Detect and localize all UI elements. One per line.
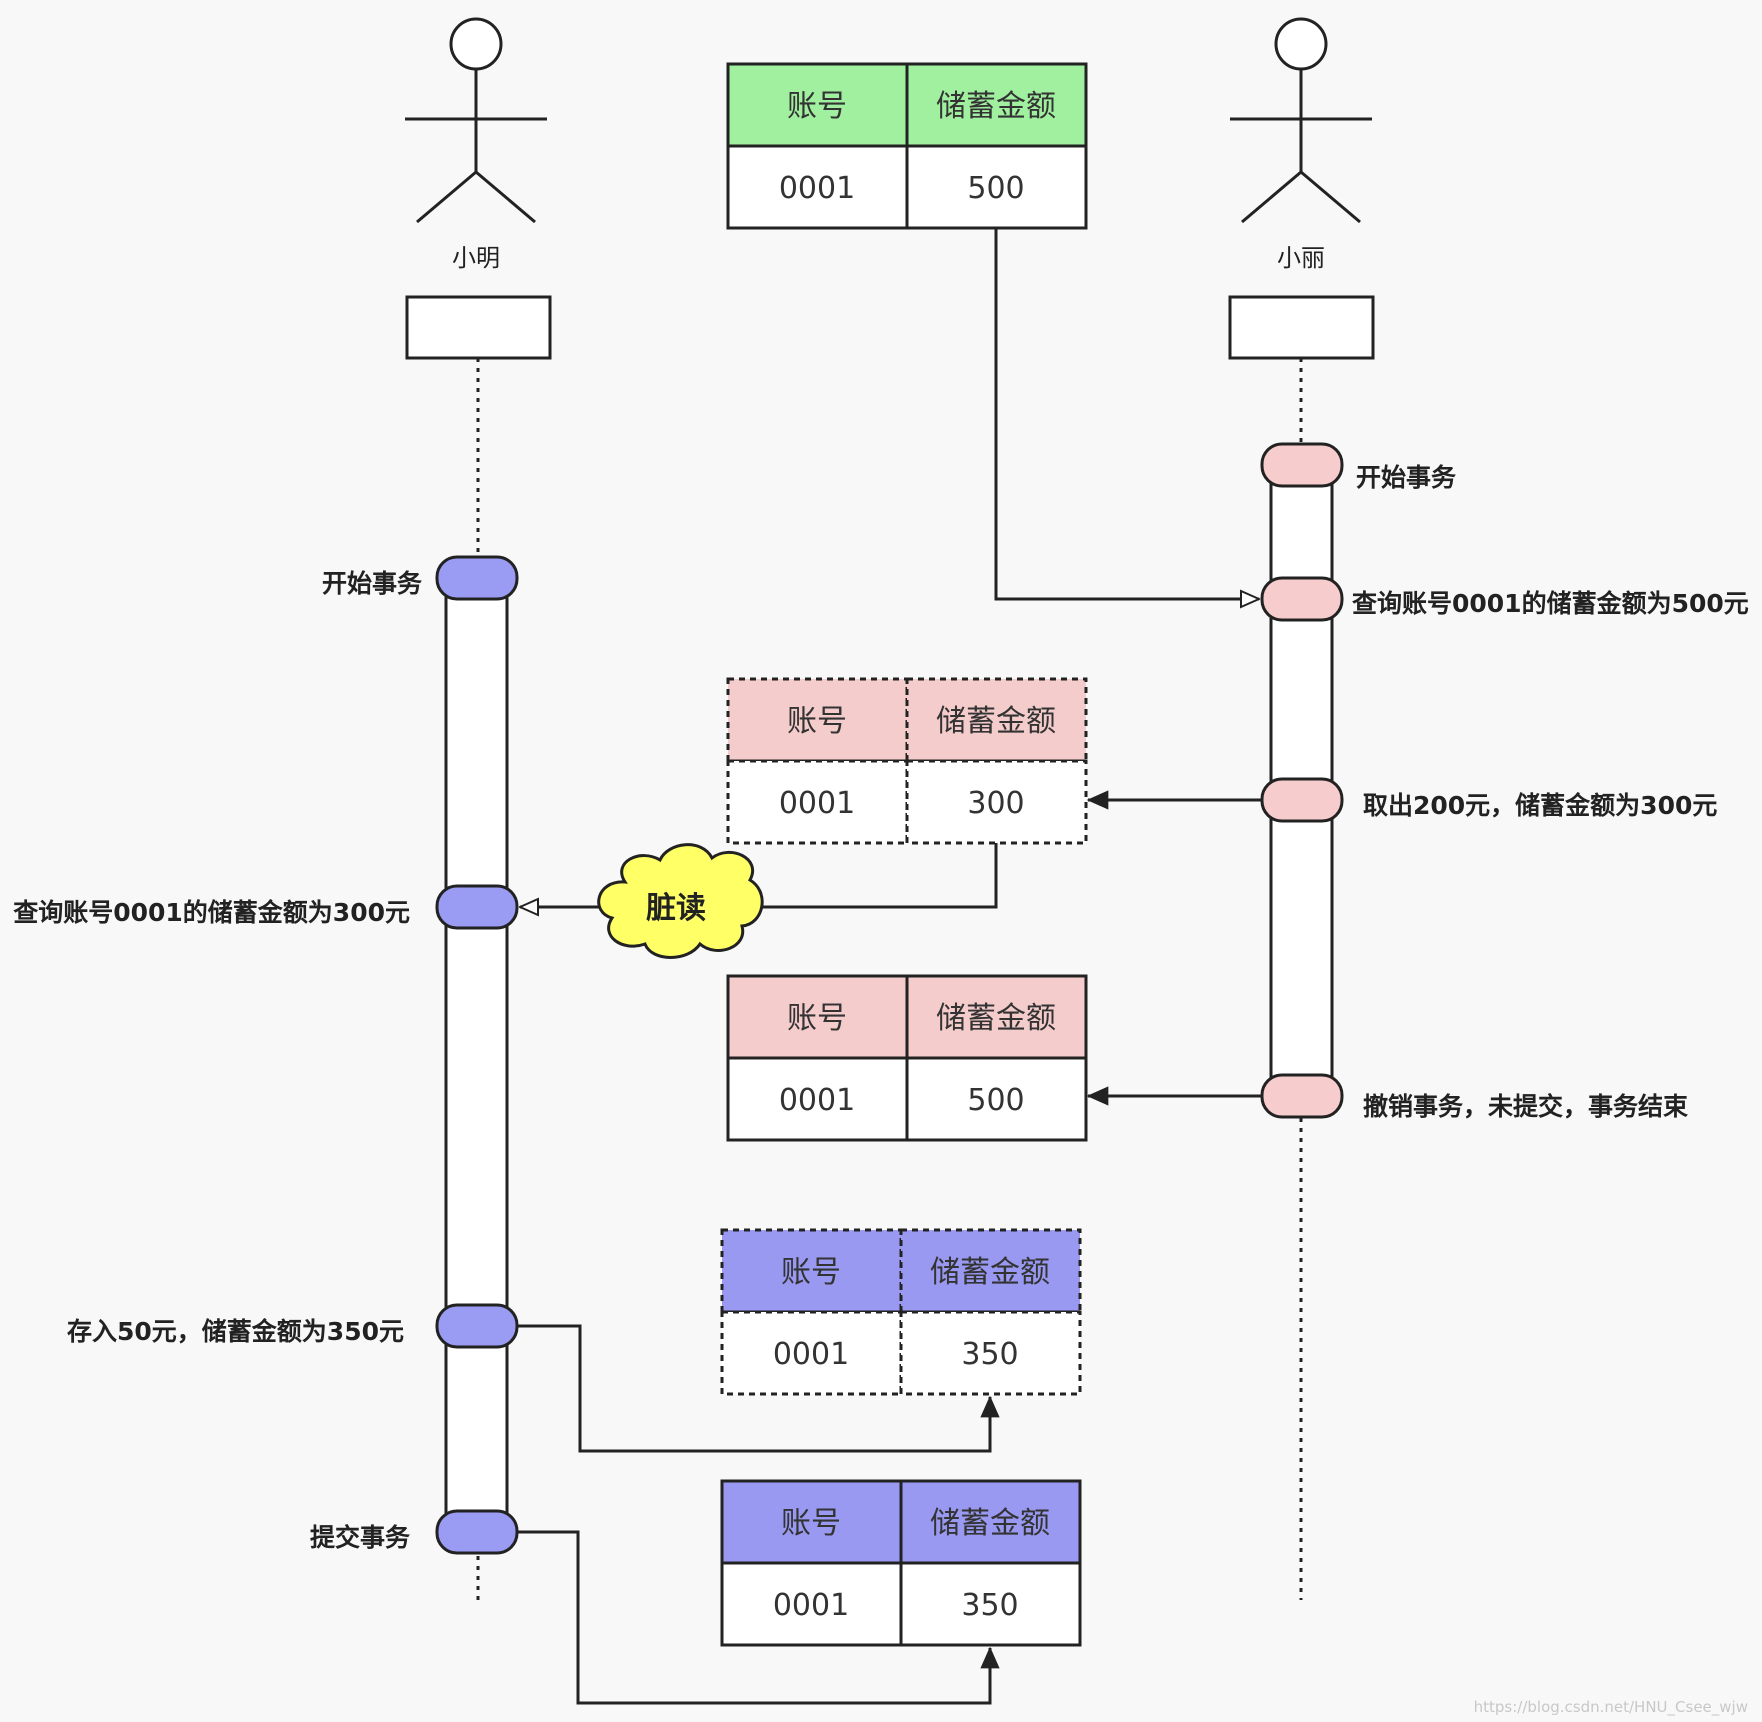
event-pill-left-deposit bbox=[435, 1303, 519, 1349]
header-cell bbox=[905, 62, 1088, 148]
label-right-query: 查询账号0001的储蓄金额为500元 bbox=[1352, 589, 1749, 618]
lifeline-head bbox=[1228, 295, 1375, 360]
value-cell bbox=[899, 1310, 1082, 1396]
col-account: 账号 bbox=[781, 1506, 841, 1541]
value-cell bbox=[899, 1561, 1082, 1647]
dirty-read-label: 脏读 bbox=[646, 891, 706, 926]
label-left-query: 查询账号0001的储蓄金额为300元 bbox=[13, 898, 410, 927]
value-cell bbox=[720, 1310, 903, 1396]
header-cell bbox=[905, 677, 1088, 763]
table-uncommitted-deposit: 账号 储蓄金额 0001 350 bbox=[720, 1228, 1082, 1396]
header-cell bbox=[720, 1228, 903, 1314]
account-value: 0001 bbox=[779, 1083, 855, 1118]
event-pill-left-start bbox=[435, 555, 519, 601]
label-right-withdraw: 取出200元，储蓄金额为300元 bbox=[1363, 791, 1717, 820]
value-cell bbox=[726, 1056, 909, 1142]
value-cell bbox=[905, 1056, 1088, 1142]
account-value: 0001 bbox=[773, 1588, 849, 1623]
header-cell bbox=[905, 974, 1088, 1060]
event-pills bbox=[435, 442, 1344, 1555]
header-cell bbox=[726, 62, 909, 148]
event-pill-left-commit bbox=[435, 1509, 519, 1555]
lifeline-head bbox=[405, 295, 552, 360]
header-cell bbox=[726, 974, 909, 1060]
amount-value: 350 bbox=[961, 1588, 1018, 1623]
col-amount: 储蓄金额 bbox=[930, 1506, 1050, 1541]
watermark: https://blog.csdn.net/HNU_Csee_wjw bbox=[1474, 1698, 1748, 1717]
connectors bbox=[518, 228, 1262, 1705]
value-cell bbox=[720, 1561, 903, 1647]
col-account: 账号 bbox=[787, 704, 847, 739]
actor-name: 小丽 bbox=[1277, 244, 1325, 272]
label-right-start: 开始事务 bbox=[1356, 463, 1456, 492]
dirty-read-cloud: 脏读 bbox=[597, 843, 764, 959]
lifelines bbox=[476, 358, 1303, 1600]
stick-figure-icon bbox=[405, 17, 547, 224]
label-left-commit: 提交事务 bbox=[310, 1523, 410, 1552]
col-account: 账号 bbox=[787, 89, 847, 124]
account-value: 0001 bbox=[779, 171, 855, 206]
account-value: 0001 bbox=[779, 786, 855, 821]
event-pill-left-query bbox=[435, 884, 519, 930]
header-cell bbox=[726, 677, 909, 763]
col-amount: 储蓄金额 bbox=[930, 1255, 1050, 1290]
amount-value: 500 bbox=[967, 1083, 1024, 1118]
actor-xiaoli: 小丽 bbox=[1228, 17, 1375, 360]
col-amount: 储蓄金额 bbox=[936, 1001, 1056, 1036]
table-committed: 账号 储蓄金额 0001 350 bbox=[720, 1479, 1082, 1647]
header-cell bbox=[899, 1228, 1082, 1314]
amount-value: 500 bbox=[967, 171, 1024, 206]
actor-xiaoming: 小明 bbox=[405, 17, 552, 360]
connector-table2-to-cloud bbox=[745, 843, 998, 909]
amount-value: 350 bbox=[961, 1337, 1018, 1372]
amount-value: 300 bbox=[967, 786, 1024, 821]
label-left-start: 开始事务 bbox=[322, 569, 422, 598]
event-pill-right-withdraw bbox=[1260, 777, 1344, 823]
event-pill-right-query bbox=[1260, 576, 1344, 622]
label-left-deposit: 存入50元，储蓄金额为350元 bbox=[67, 1317, 404, 1346]
col-amount: 储蓄金额 bbox=[936, 704, 1056, 739]
value-cell bbox=[905, 144, 1088, 230]
label-right-rollback: 撤销事务，未提交，事务结束 bbox=[1363, 1092, 1689, 1121]
table-rolled-back: 账号 储蓄金额 0001 500 bbox=[726, 974, 1088, 1142]
col-account: 账号 bbox=[781, 1255, 841, 1290]
table-initial: 账号 储蓄金额 0001 500 bbox=[726, 62, 1088, 230]
connector-commit bbox=[518, 1530, 990, 1705]
activation-bar-left bbox=[444, 576, 509, 1542]
col-account: 账号 bbox=[787, 1001, 847, 1036]
connector-deposit bbox=[518, 1324, 990, 1453]
col-amount: 储蓄金额 bbox=[936, 89, 1056, 124]
stick-figure-icon bbox=[1230, 17, 1372, 224]
account-value: 0001 bbox=[773, 1337, 849, 1372]
value-cell bbox=[905, 759, 1088, 845]
table-uncommitted-withdraw: 账号 储蓄金额 0001 300 bbox=[726, 677, 1088, 845]
event-pill-right-start bbox=[1260, 442, 1344, 488]
event-pill-right-rollback bbox=[1260, 1073, 1344, 1119]
actor-name: 小明 bbox=[452, 244, 500, 272]
connector-read-initial bbox=[994, 228, 1259, 599]
cloud-shape bbox=[597, 843, 764, 959]
